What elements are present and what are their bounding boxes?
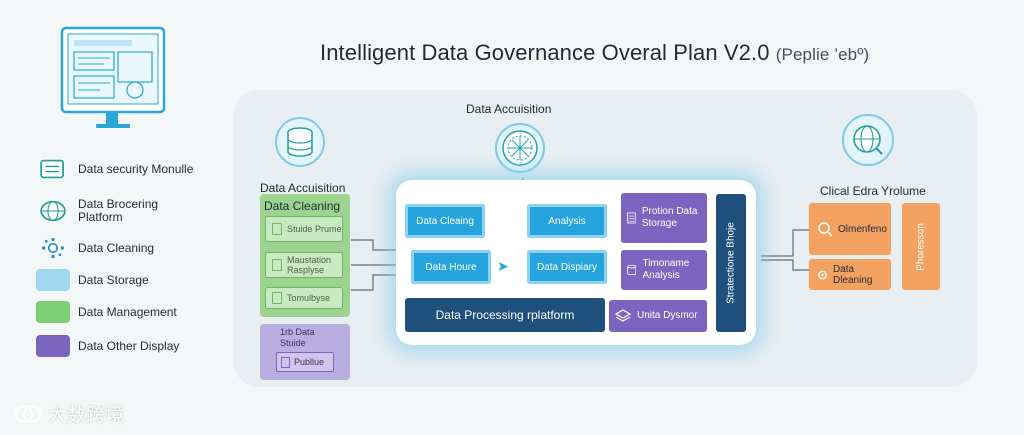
title-subtitle: (Peplie ’ebº) [775, 45, 870, 64]
orange-card: Olmenfeno [809, 203, 891, 255]
platform-card: Data Cleaing [405, 204, 485, 238]
network-sphere-icon [495, 123, 545, 173]
watermark: 大数跨境 [14, 400, 124, 427]
vertical-bar: Stratectione Bhoje [716, 194, 746, 332]
purple-card: Publlue [276, 352, 334, 372]
globe-search-icon [842, 114, 894, 166]
green-column-title: Data Cleaning [264, 199, 341, 213]
legend-label: Data Cleaning [78, 240, 155, 255]
globe-icon [40, 200, 66, 222]
side-card-storage: Protion Data Storage [621, 193, 707, 243]
green-card: Stuide Prume [265, 216, 343, 242]
title-main: Intelligent Data Governance Overal Plan … [320, 40, 770, 65]
purple-line: 1rb Data [280, 327, 315, 337]
shield-icon [40, 159, 64, 179]
vertical-bar-label: Stratectione Bhoje [725, 222, 737, 304]
orange-card: Data Dleaning [809, 259, 891, 290]
green-card-label: Stuide Prume [287, 224, 342, 234]
left-section-label: Data Accuisition [260, 181, 346, 195]
legend-label: Data security Monulle [78, 161, 194, 176]
doc-icon [272, 292, 282, 304]
legend-label: Data Other Display [78, 338, 180, 353]
page-title: Intelligent Data Governance Overal Plan … [320, 40, 869, 66]
platform-card: Data Dispiary [527, 250, 607, 284]
legend-item-brocering: Data Brocering Platform [36, 198, 198, 224]
monitor-icon [60, 26, 166, 128]
legend-label: Data Brocering Platform [78, 197, 159, 224]
green-card-label: Maustation Rasplyse [287, 255, 332, 275]
legend-label: Data Storage [78, 272, 149, 287]
legend-swatch [36, 335, 70, 357]
legend-label: Data Management [78, 304, 177, 319]
gear-dots-icon [42, 237, 64, 259]
side-card-dysmor: Unita Dysmor [609, 300, 707, 332]
side-card-label: Timoname Analysis [642, 258, 690, 281]
doc-icon [281, 356, 290, 368]
doc-icon [272, 259, 282, 271]
platform-card: Analysis [527, 204, 607, 238]
arrow-right-icon: ➤ [497, 258, 509, 274]
platform-bottom-bar: Data Processing rplatform [405, 298, 605, 332]
doc-icon [272, 223, 282, 235]
side-card-label: Unita Dysmor [637, 310, 698, 321]
stack-icon [615, 309, 631, 322]
side-card-analysis: Timoname Analysis [621, 250, 707, 290]
watermark-logo-icon [15, 404, 41, 423]
database-stack-icon [275, 117, 325, 167]
database-icon [627, 264, 637, 276]
legend-item-display: Data Other Display [36, 335, 179, 357]
legend-item-cleaning: Data Cleaning [36, 237, 154, 259]
purple-line: Stuide [280, 338, 306, 348]
platform-card: Data Houre [411, 250, 491, 284]
right-section-label: Clical Edra Yrolume [820, 184, 926, 198]
watermark-text: 大数跨境 [48, 405, 125, 426]
purple-column-text: 1rb Data Stuide [280, 327, 315, 349]
orange-card-label: Olmenfeno [838, 223, 887, 235]
green-card-label: Tomulbyse [287, 293, 331, 303]
side-card-label: Protion Data Storage [641, 206, 698, 229]
purple-card-label: Publlue [294, 357, 325, 367]
top-section-label: Data Accuisition [466, 102, 552, 116]
legend-item-storage: Data Storage [36, 269, 149, 291]
legend-swatch [36, 301, 70, 323]
orange-tall-card: Phoresson [902, 203, 940, 290]
legend-swatch [36, 269, 70, 291]
search-icon [818, 222, 833, 237]
gear-icon [818, 270, 827, 279]
legend-item-management: Data Management [36, 301, 177, 323]
orange-card-label: Data Dleaning [832, 263, 873, 286]
green-card: Maustation Rasplyse [265, 252, 343, 278]
green-card: Tomulbyse [265, 287, 343, 309]
server-icon [627, 212, 636, 224]
orange-tall-label: Phoresson [915, 222, 927, 271]
legend-item-security: Data security Monulle [36, 158, 193, 180]
